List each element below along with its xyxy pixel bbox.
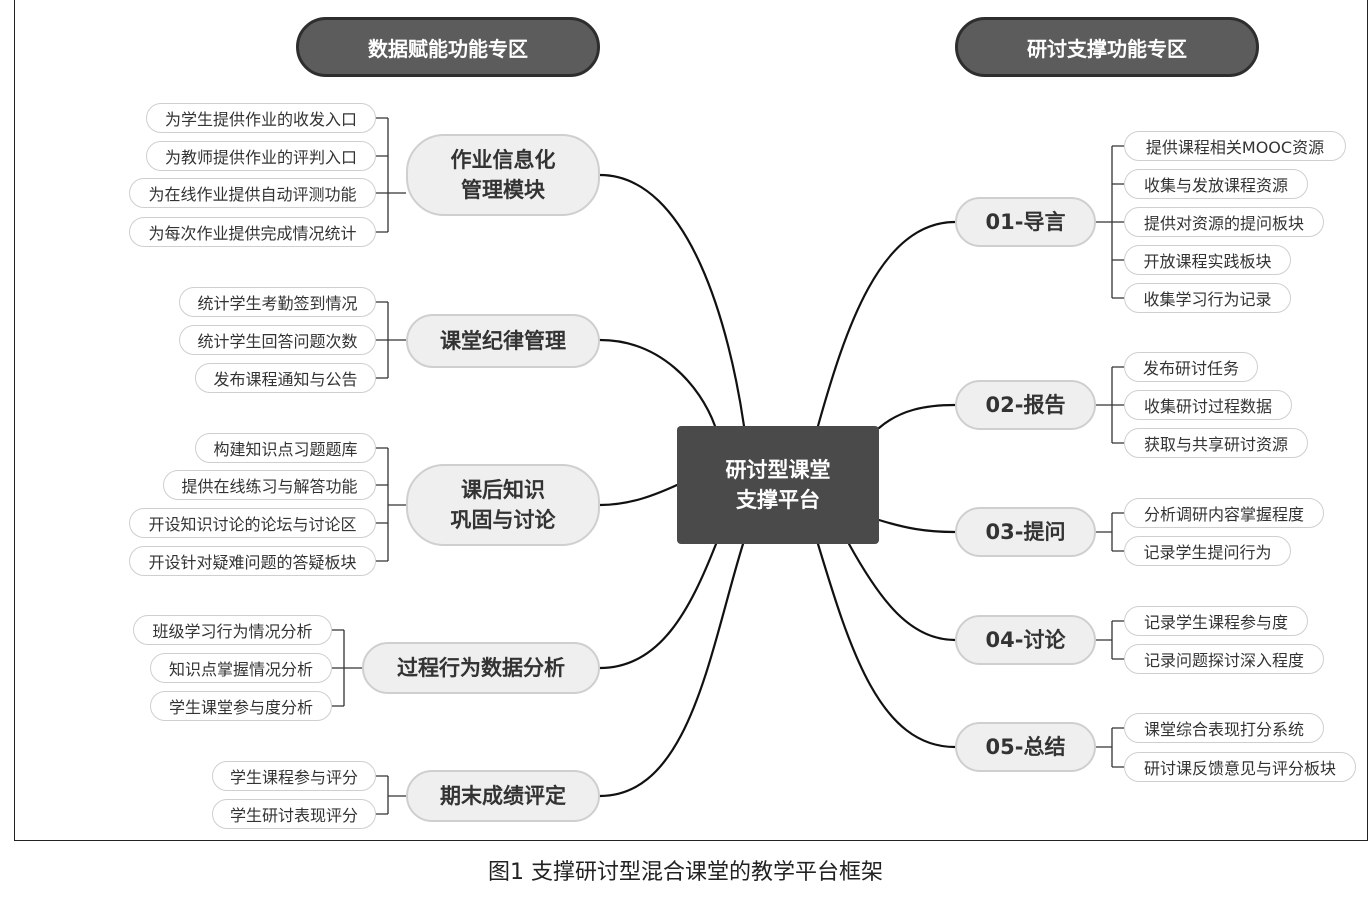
leaf-item: 提供在线练习与解答功能: [163, 470, 376, 500]
module-label-line-1: 02-报告: [985, 393, 1066, 417]
bracket-right-5: [1096, 727, 1124, 768]
leaf-item: 收集研讨过程数据: [1124, 390, 1292, 420]
connector-right-5: [816, 542, 957, 749]
leaf-item: 学生课程参与评分: [212, 761, 376, 791]
bracket-right-4: [1096, 620, 1124, 660]
leaf-item: 研讨课反馈意见与评分板块: [1124, 752, 1356, 782]
connector-left-4: [598, 542, 718, 670]
central-node-line-2: 支撑平台: [736, 488, 820, 512]
module-label-line-2: 巩固与讨论: [450, 508, 556, 532]
leaf-item: 记录问题探讨深入程度: [1124, 644, 1324, 674]
central-node: 研讨型课堂 支撑平台: [677, 426, 879, 544]
module-homework-management: 作业信息化 管理模块: [406, 134, 600, 216]
bracket-left-4: [332, 629, 362, 707]
leaf-item: 发布研讨任务: [1124, 352, 1258, 382]
leaf-item: 统计学生回答问题次数: [179, 325, 376, 355]
module-label-line-1: 作业信息化: [450, 148, 556, 172]
module-label-line-2: 管理模块: [461, 178, 545, 202]
connector-right-1: [816, 220, 957, 428]
header-discussion-support: 研讨支撑功能专区: [955, 17, 1259, 77]
module-label-line-1: 03-提问: [985, 520, 1066, 544]
leaf-item: 提供对资源的提问板块: [1124, 207, 1324, 237]
leaf-item: 开放课程实践板块: [1124, 245, 1291, 275]
module-label-line-1: 04-讨论: [985, 628, 1066, 652]
leaf-item: 学生课堂参与度分析: [150, 691, 332, 721]
module-label-line-1: 期末成绩评定: [440, 784, 566, 808]
module-final-grading: 期末成绩评定: [406, 770, 600, 822]
module-after-class-consolidation: 课后知识 巩固与讨论: [406, 464, 600, 546]
module-label-line-1: 课堂纪律管理: [440, 329, 566, 353]
central-node-line-1: 研讨型课堂: [725, 458, 831, 482]
figure-frame: [14, 0, 1368, 841]
leaf-item: 学生研讨表现评分: [212, 799, 376, 829]
bracket-right-3: [1096, 512, 1124, 552]
header-data-empowerment: 数据赋能功能专区: [296, 17, 600, 77]
leaf-item: 统计学生考勤签到情况: [179, 287, 376, 317]
module-label-line-1: 课后知识: [461, 478, 545, 502]
connector-left-5: [598, 542, 745, 798]
module-report: 02-报告: [955, 380, 1096, 430]
leaf-item: 知识点掌握情况分析: [150, 653, 332, 683]
leaf-item: 班级学习行为情况分析: [133, 615, 332, 645]
figure-caption: 图1 支撑研讨型混合课堂的教学平台框架: [488, 860, 883, 885]
leaf-item: 为在线作业提供自动评测功能: [129, 178, 376, 208]
leaf-item: 收集学习行为记录: [1124, 283, 1291, 313]
connector-right-2: [877, 403, 957, 430]
connector-left-1: [598, 173, 746, 428]
leaf-item: 收集与发放课程资源: [1124, 169, 1308, 199]
leaf-item: 记录学生课程参与度: [1124, 606, 1308, 636]
module-class-discipline: 课堂纪律管理: [406, 314, 600, 368]
connector-right-3: [877, 518, 957, 534]
module-introduction: 01-导言: [955, 197, 1096, 247]
bracket-left-3: [376, 447, 406, 562]
leaf-item: 开设针对疑难问题的答疑板块: [129, 546, 376, 576]
leaf-item: 为教师提供作业的评判入口: [146, 141, 376, 171]
leaf-item: 分析调研内容掌握程度: [1124, 498, 1324, 528]
connector-right-4: [847, 542, 957, 642]
leaf-item: 为学生提供作业的收发入口: [146, 103, 376, 133]
module-discussion: 04-讨论: [955, 615, 1096, 665]
leaf-item: 记录学生提问行为: [1124, 536, 1291, 566]
module-label-line-1: 01-导言: [985, 210, 1066, 234]
module-label-line-1: 05-总结: [985, 735, 1066, 759]
module-label-line-1: 过程行为数据分析: [397, 656, 565, 680]
leaf-item: 开设知识讨论的论坛与讨论区: [129, 508, 376, 538]
connector-left-3: [598, 483, 679, 507]
bracket-right-1: [1096, 145, 1124, 299]
leaf-item: 课堂综合表现打分系统: [1124, 713, 1324, 743]
leaf-item: 构建知识点习题题库: [195, 433, 376, 463]
module-questioning: 03-提问: [955, 507, 1096, 557]
connector-left-2: [598, 338, 717, 428]
bracket-left-1: [376, 117, 406, 233]
module-summary: 05-总结: [955, 722, 1096, 772]
leaf-item: 提供课程相关MOOC资源: [1124, 131, 1346, 161]
bracket-left-5: [376, 775, 406, 815]
leaf-item: 获取与共享研讨资源: [1124, 428, 1308, 458]
bracket-right-2: [1096, 366, 1124, 444]
bracket-left-2: [376, 301, 406, 379]
leaf-item: 发布课程通知与公告: [195, 363, 376, 393]
module-process-behavior-analysis: 过程行为数据分析: [362, 642, 600, 694]
leaf-item: 为每次作业提供完成情况统计: [129, 217, 376, 247]
